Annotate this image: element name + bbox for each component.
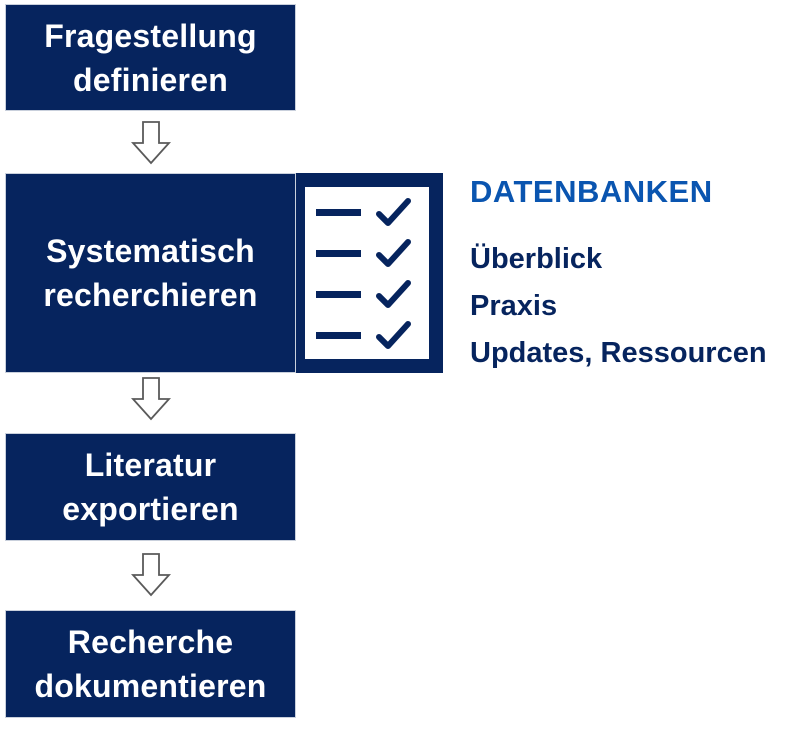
databases-item-praxis: Praxis	[470, 290, 558, 322]
step-line: Fragestellung	[44, 17, 257, 54]
step-line: Literatur	[84, 447, 217, 483]
databases-item-ueberblick: Überblick	[470, 243, 603, 275]
databases-panel: DATENBANKEN Überblick Praxis Updates, Re…	[470, 170, 790, 377]
databases-list: Überblick Praxis Updates, Ressourcen	[470, 236, 790, 377]
step-line: definieren	[73, 61, 228, 98]
step-line: dokumentieren	[34, 668, 267, 704]
databases-title: DATENBANKEN	[470, 174, 713, 209]
step-line: recherchieren	[43, 277, 258, 313]
down-arrow-icon	[131, 121, 171, 165]
databases-item-updates-ressourcen: Updates, Ressourcen	[470, 337, 767, 369]
step-literatur-exportieren: Literatur exportieren	[5, 433, 296, 541]
down-arrow-icon	[131, 377, 171, 421]
step-line: Systematisch	[46, 233, 255, 269]
step-line: exportieren	[62, 491, 239, 527]
step-fragestellung-definieren: Fragestellung definieren	[5, 4, 296, 111]
checklist-icon	[296, 173, 443, 373]
step-line: Recherche	[67, 624, 234, 660]
step-systematisch-recherchieren: Systematisch recherchieren	[5, 173, 296, 373]
step-recherche-dokumentieren: Recherche dokumentieren	[5, 610, 296, 718]
down-arrow-icon	[131, 553, 171, 597]
